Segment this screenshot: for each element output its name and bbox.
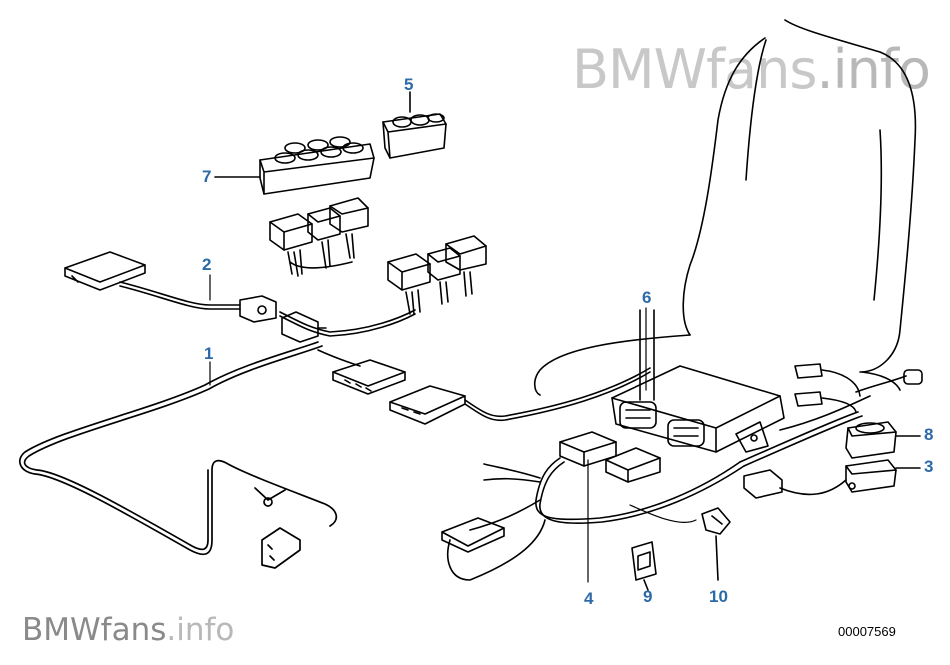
main-harness-1 [18, 341, 338, 569]
callout-6: 6 [642, 288, 652, 307]
part-9 [631, 541, 657, 591]
leader-lines [209, 274, 697, 583]
harness-2 [64, 251, 416, 395]
part-8 [845, 421, 921, 459]
relay-cluster-upper [269, 197, 369, 277]
callout-2: 2 [202, 255, 212, 274]
relay-5 [382, 91, 447, 159]
callout-8: 8 [924, 425, 934, 444]
seat-outline [533, 19, 917, 396]
watermark-bottom: BMWfans.info [22, 612, 235, 648]
callout-4: 4 [584, 589, 594, 608]
watermark-top: BMWfans.info [572, 38, 931, 101]
relay-box-7 [214, 136, 375, 195]
part-10 [701, 507, 731, 581]
connector-bridge [389, 367, 651, 425]
callout-10: 10 [709, 587, 728, 606]
relay-cluster-right [387, 235, 487, 315]
callout-7: 7 [202, 167, 212, 186]
harness-4 [441, 363, 923, 581]
diagram-id: 00007569 [838, 624, 896, 639]
part-3 [743, 459, 921, 499]
callout-5: 5 [404, 75, 414, 94]
control-unit-6 [611, 309, 785, 453]
callout-9: 9 [643, 587, 653, 606]
callout-3: 3 [924, 457, 934, 476]
callout-1: 1 [204, 344, 214, 363]
